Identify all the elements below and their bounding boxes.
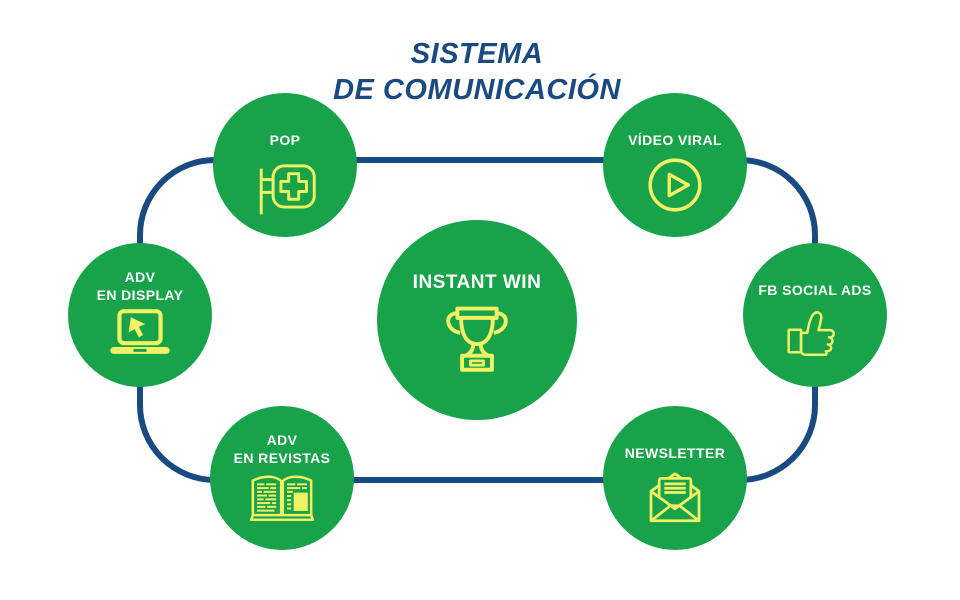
node-newsletter: NEWSLETTER	[603, 406, 747, 550]
magazine-icon	[249, 475, 315, 521]
node-adv-en-revistas-label-line2: EN REVISTAS	[233, 450, 331, 466]
node-pop: POP	[213, 93, 357, 237]
node-adv-en-display-label: ADV EN DISPLAY	[97, 268, 184, 304]
node-pop-label: POP	[270, 131, 301, 149]
node-video-viral-label-line: VÍDEO VIRAL	[628, 132, 722, 148]
node-instant-win-label: INSTANT WIN	[412, 272, 542, 293]
node-adv-en-revistas: ADV EN REVISTAS	[210, 406, 354, 550]
node-adv-en-display-label-line2: EN DISPLAY	[96, 287, 184, 303]
node-newsletter-label: NEWSLETTER	[625, 444, 725, 462]
node-adv-en-display-label-line1: ADV	[124, 269, 156, 285]
envelope-icon	[649, 472, 701, 523]
node-instant-win: INSTANT WIN	[377, 220, 577, 420]
node-fb-social-ads-label: FB SOCIAL ADS	[758, 281, 871, 299]
node-newsletter-label-line: NEWSLETTER	[624, 445, 726, 461]
title-line-2: DE COMUNICACIÓN	[333, 74, 621, 106]
node-pop-label-line: POP	[269, 132, 301, 148]
page-title: SISTEMA DE COMUNICACIÓN	[0, 36, 954, 108]
play-icon	[648, 158, 702, 212]
laptop-cursor-icon	[110, 309, 170, 354]
trophy-icon	[446, 306, 508, 372]
node-fb-social-ads-label-line: FB SOCIAL ADS	[758, 282, 872, 298]
node-video-viral-label: VÍDEO VIRAL	[628, 131, 722, 149]
node-video-viral: VÍDEO VIRAL	[603, 93, 747, 237]
node-adv-en-revistas-label-line1: ADV	[266, 432, 298, 448]
node-fb-social-ads: FB SOCIAL ADS	[743, 243, 887, 387]
node-adv-en-display: ADV EN DISPLAY	[68, 243, 212, 387]
title-line-1: SISTEMA	[410, 38, 544, 70]
thumbs-up-icon	[787, 311, 835, 356]
node-adv-en-revistas-label: ADV EN REVISTAS	[234, 431, 331, 467]
pharmacy-sign-icon	[259, 164, 316, 215]
